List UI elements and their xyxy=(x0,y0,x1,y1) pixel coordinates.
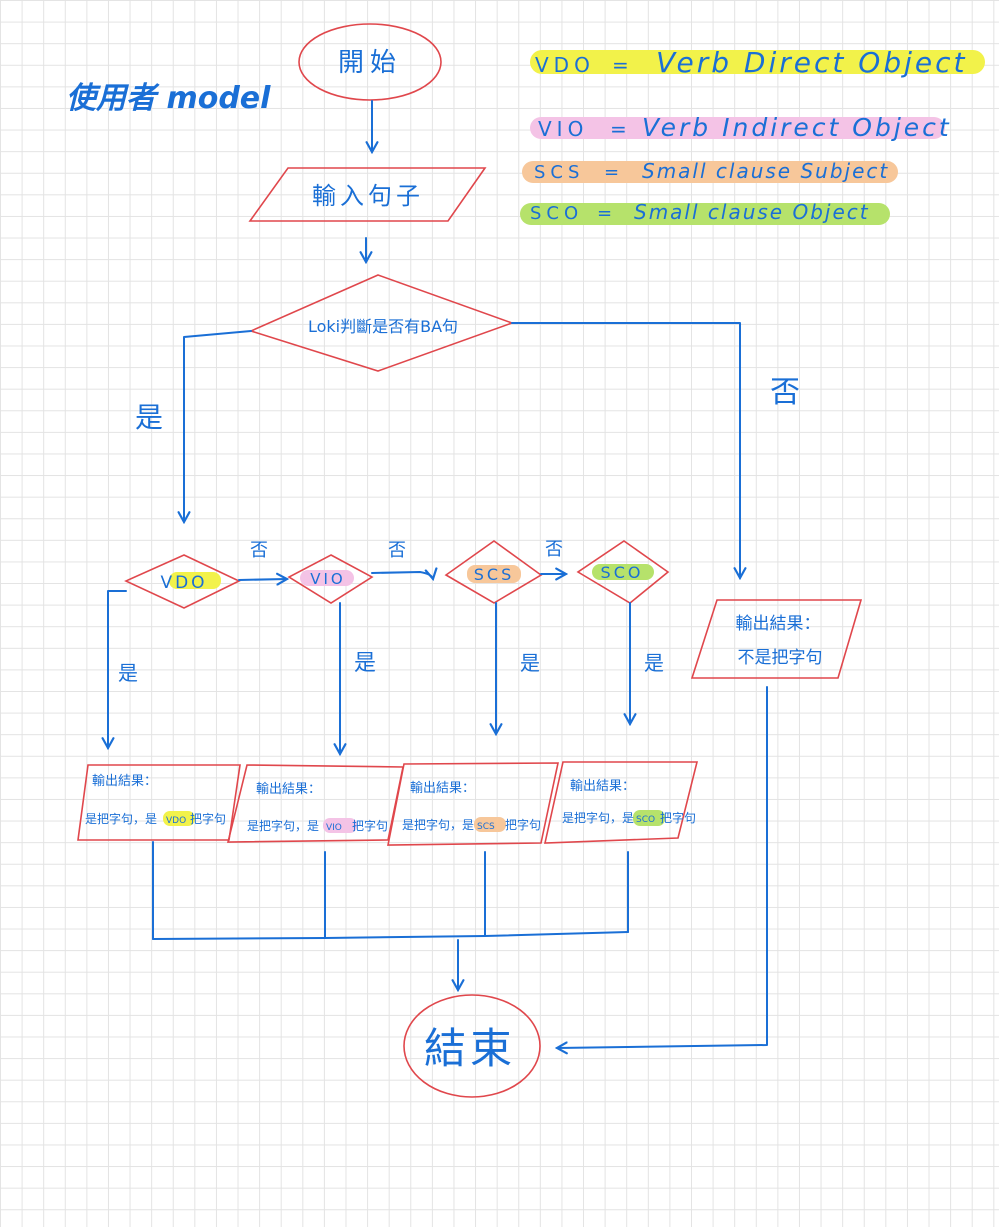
output-scs-tag-highlight xyxy=(474,817,506,832)
legend-meaning-vdo: Verb Direct Object xyxy=(656,46,967,79)
arrow-decision-yes xyxy=(184,330,252,522)
output-vdo-tag: VDO xyxy=(166,816,186,826)
check-sco-label: SCO xyxy=(601,563,644,582)
output-vdo-tag-highlight xyxy=(163,811,195,826)
legend-abbr-vdo: VDO xyxy=(535,53,595,77)
output-sco-tag: SCO xyxy=(636,815,655,825)
output-vdo-prefix: 是把字句，是 xyxy=(85,811,157,826)
check-vdo-label: VDO xyxy=(160,573,207,593)
output-sco-tag-highlight xyxy=(633,810,665,826)
output-vdo-line1: 輸出結果： xyxy=(92,774,157,789)
output-scs-suffix: 把字句 xyxy=(505,817,541,832)
end-node xyxy=(403,994,541,1098)
legend-highlight-scs xyxy=(522,161,898,183)
legend: VDO = Verb Direct Object VIO = Verb Indi… xyxy=(520,46,985,225)
legend-highlight-vdo xyxy=(530,50,985,74)
output-sco-prefix: 是把字句，是 xyxy=(562,810,634,825)
merge-connector xyxy=(152,841,629,940)
check-scs-node xyxy=(444,540,543,604)
check-scs-label: SCS xyxy=(474,565,514,584)
output-scs-line1: 輸出結果： xyxy=(410,781,475,796)
start-label: 開始 xyxy=(338,48,402,78)
output-not-ba-line1: 輸出結果： xyxy=(736,614,821,634)
start-node xyxy=(298,23,442,101)
output-sco-node xyxy=(543,761,699,844)
legend-eq-vio: = xyxy=(610,117,627,141)
legend-meaning-sco: Small clause Object xyxy=(634,200,870,224)
label-no-3: 否 xyxy=(545,539,563,560)
check-vio-node xyxy=(287,554,374,604)
page-title: 使用者 model xyxy=(66,81,271,116)
legend-highlight-vio xyxy=(530,117,945,139)
legend-meaning-vio: Verb Indirect Object xyxy=(642,113,952,142)
output-vdo-suffix: 把字句 xyxy=(190,811,226,826)
legend-eq-sco: = xyxy=(597,203,612,224)
check-vio-label: VIO xyxy=(310,570,346,588)
arrow-vdo-vio xyxy=(238,579,287,580)
legend-abbr-scs: SCS xyxy=(534,162,584,183)
label-no-2: 否 xyxy=(388,540,406,561)
check-scs-highlight xyxy=(467,565,521,583)
input-label: 輸入句子 xyxy=(312,182,424,210)
input-node xyxy=(248,167,487,222)
decision-label: Loki判斷是否有BA句 xyxy=(308,317,458,336)
legend-abbr-sco: SCO xyxy=(530,203,583,224)
end-label: 結束 xyxy=(424,1024,516,1073)
label-yes-main: 是 xyxy=(135,401,163,434)
arrow-decision-no xyxy=(511,322,740,578)
output-sco-suffix: 把字句 xyxy=(660,810,696,825)
check-vdo-node xyxy=(124,554,241,609)
label-yes-3: 是 xyxy=(520,651,540,675)
legend-highlight-sco xyxy=(520,203,890,225)
label-yes-1: 是 xyxy=(118,661,138,685)
output-vio-suffix: 把字句 xyxy=(352,818,388,833)
output-scs-prefix: 是把字句，是 xyxy=(402,817,474,832)
arrow-vdo-yes xyxy=(108,590,127,748)
output-scs-tag: SCS xyxy=(477,822,495,832)
output-vio-tag: VIO xyxy=(326,823,342,833)
output-vio-line1: 輸出結果： xyxy=(256,782,321,797)
label-no-main: 否 xyxy=(770,375,800,410)
check-sco-highlight xyxy=(592,564,654,580)
output-vio-node xyxy=(226,764,404,843)
check-vio-highlight xyxy=(300,570,354,586)
decision-node xyxy=(248,274,515,372)
output-sco-line1: 輸出結果： xyxy=(570,779,635,794)
check-vdo-highlight xyxy=(169,572,221,589)
arrow-vio-scs xyxy=(371,572,433,579)
arrow-not-ba-end xyxy=(557,686,768,1048)
legend-meaning-scs: Small clause Subject xyxy=(642,159,889,183)
legend-abbr-vio: VIO xyxy=(538,117,588,141)
legend-eq-scs: = xyxy=(604,162,619,183)
output-not-ba-line2: 不是把字句 xyxy=(738,648,823,668)
output-vio-tag-highlight xyxy=(323,818,357,833)
legend-eq-vdo: = xyxy=(612,53,629,77)
label-no-1: 否 xyxy=(250,540,268,561)
output-scs-node xyxy=(387,762,559,846)
label-yes-4: 是 xyxy=(644,651,664,675)
label-yes-2: 是 xyxy=(354,651,376,676)
output-not-ba-node xyxy=(690,599,863,679)
output-vio-prefix: 是把字句，是 xyxy=(247,818,319,833)
